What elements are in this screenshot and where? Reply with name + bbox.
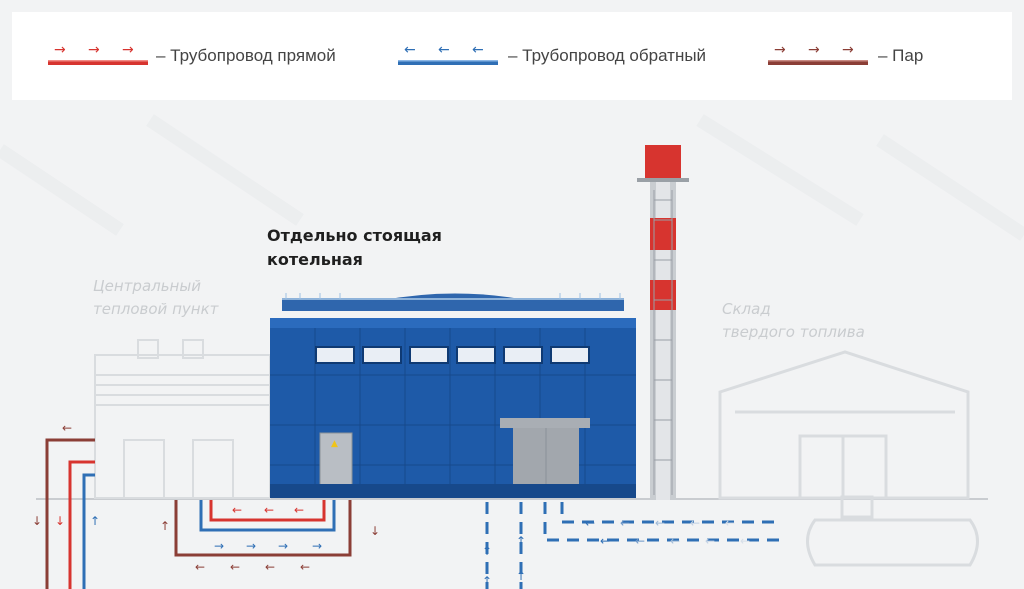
svg-text:←: ← [195, 560, 205, 574]
svg-text:→: → [774, 42, 786, 58]
boiler-title-line1: Отдельно стоящая [267, 226, 442, 245]
svg-text:←: ← [438, 42, 450, 58]
svg-text:↑: ↑ [482, 544, 492, 558]
svg-text:←: ← [600, 534, 610, 548]
svg-text:←: ← [265, 560, 275, 574]
svg-text:→: → [122, 42, 134, 58]
svg-text:←: ← [620, 516, 630, 530]
svg-text:↑: ↑ [482, 574, 492, 588]
svg-text:←: ← [635, 534, 645, 548]
svg-text:→: → [842, 42, 854, 58]
solid-fuel-storage-building [718, 350, 970, 500]
legend-panel: → → → – Трубопровод прямой ← ← ← – Трубо… [12, 12, 1012, 100]
svg-text:↓: ↓ [32, 514, 42, 528]
svg-text:▲: ▲ [331, 439, 338, 449]
svg-text:←: ← [690, 516, 700, 530]
svg-text:←: ← [705, 534, 715, 548]
svg-text:←: ← [740, 534, 750, 548]
steam-pipe-icon: → → → [768, 42, 868, 65]
supply-pipe-icon: → → → [48, 42, 148, 65]
svg-text:←: ← [62, 421, 72, 435]
boiler-house-title: Отдельно стоящая котельная [267, 224, 442, 272]
ground-line [36, 498, 988, 500]
boiler-scheme-diagram: ▲ ← ↓ [0, 114, 1024, 589]
svg-text:←: ← [232, 503, 242, 517]
heat-point-label: Центральный тепловой пункт [93, 275, 218, 321]
fuel-tank [806, 495, 979, 567]
legend-supply-label: – Трубопровод прямой [156, 46, 336, 65]
svg-text:←: ← [725, 516, 735, 530]
central-heat-point-building [94, 339, 271, 499]
boiler-title-line2: котельная [267, 250, 363, 269]
return-pipe-icon: ← ← ← [398, 42, 498, 65]
svg-text:←: ← [585, 516, 595, 530]
svg-text:→: → [54, 42, 66, 58]
svg-text:←: ← [404, 42, 416, 58]
heat-point-line1: Центральный [93, 277, 201, 295]
svg-text:→: → [808, 42, 820, 58]
svg-text:→: → [88, 42, 100, 58]
svg-text:↑: ↑ [516, 569, 526, 583]
pipe-network [45, 438, 780, 589]
svg-text:←: ← [472, 42, 484, 58]
svg-text:↓: ↓ [370, 524, 380, 538]
svg-text:→: → [312, 539, 322, 553]
storage-line2: твердого топлива [722, 323, 865, 341]
svg-text:↑: ↑ [90, 514, 100, 528]
svg-text:↑: ↑ [516, 534, 526, 548]
svg-text:→: → [278, 539, 288, 553]
legend-steam-label: – Пар [878, 46, 924, 65]
svg-text:←: ← [294, 503, 304, 517]
legend-return-label: – Трубопровод обратный [508, 46, 707, 65]
svg-text:↓: ↓ [55, 514, 65, 528]
svg-text:↑: ↑ [160, 519, 170, 533]
flow-arrows: ← ↓ ↓ ↑ ↑ ↓ ← ← ← → → → → ← ← ← ← ↑ ↑ ↑ … [32, 421, 750, 588]
svg-text:←: ← [264, 503, 274, 517]
svg-text:←: ← [300, 560, 310, 574]
heat-point-line2: тепловой пункт [93, 300, 219, 318]
svg-text:←: ← [230, 560, 240, 574]
svg-text:←: ← [655, 516, 665, 530]
boiler-house-building: ▲ [270, 293, 636, 498]
storage-label: Склад твердого топлива [722, 298, 865, 344]
svg-text:→: → [214, 539, 224, 553]
svg-text:←: ← [670, 534, 680, 548]
chimney [637, 145, 689, 500]
svg-text:→: → [246, 539, 256, 553]
storage-line1: Склад [722, 300, 771, 318]
